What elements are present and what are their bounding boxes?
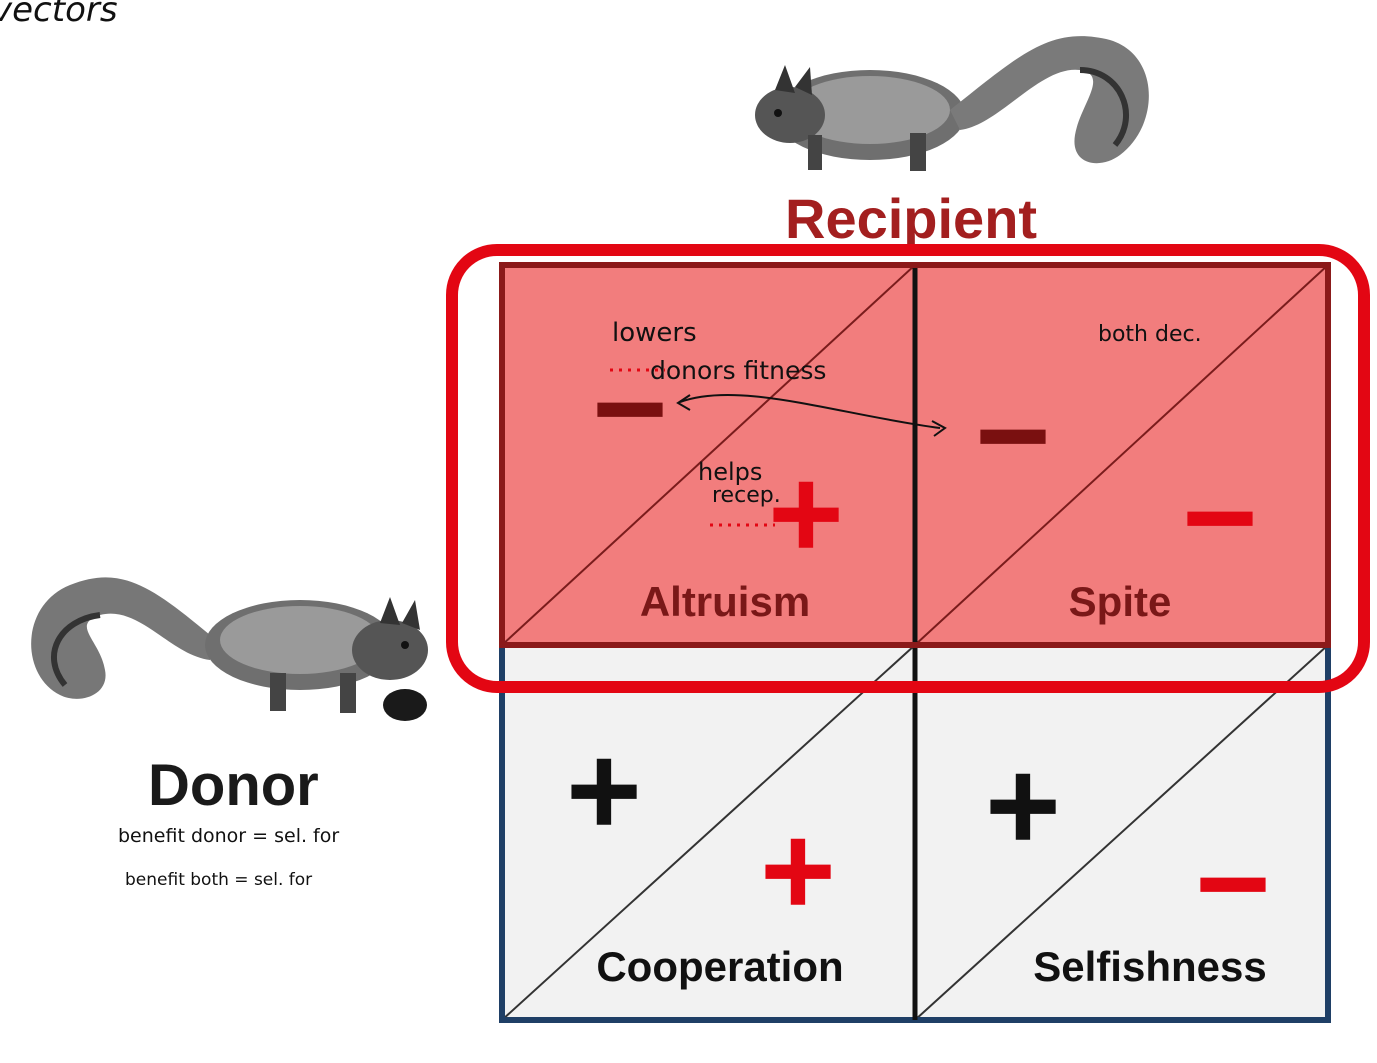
recipient-squirrel-illustration — [720, 15, 1170, 185]
cooperation-label: Cooperation — [560, 943, 880, 991]
cooperation-recipient-sign: + — [760, 805, 836, 935]
altruism-note-recep: recep. — [712, 483, 781, 508]
altruism-note-lowers: lowers — [612, 318, 697, 348]
donor-note-2: benefit both = sel. for — [125, 870, 312, 890]
spite-recipient-sign: − — [1182, 452, 1258, 582]
header-scribble: vectors — [0, 0, 118, 30]
donor-squirrel-illustration — [10, 545, 460, 735]
altruism-note-donors-fitness: donors fitness — [650, 356, 826, 385]
selfishness-recipient-sign: − — [1195, 818, 1271, 948]
cooperation-donor-sign: + — [566, 725, 642, 855]
altruism-recipient-sign: + — [768, 448, 844, 578]
spite-label: Spite — [1000, 578, 1240, 626]
altruism-note-helps: helps — [698, 458, 762, 486]
donor-label: Donor — [148, 752, 319, 819]
altruism-label: Altruism — [580, 578, 870, 626]
selfishness-label: Selfishness — [1005, 943, 1295, 991]
donor-note-1: benefit donor = sel. for — [118, 825, 339, 847]
selfishness-donor-sign: + — [985, 740, 1061, 870]
spite-note-both-dec: both dec. — [1098, 322, 1202, 347]
spite-donor-sign: − — [975, 370, 1051, 500]
